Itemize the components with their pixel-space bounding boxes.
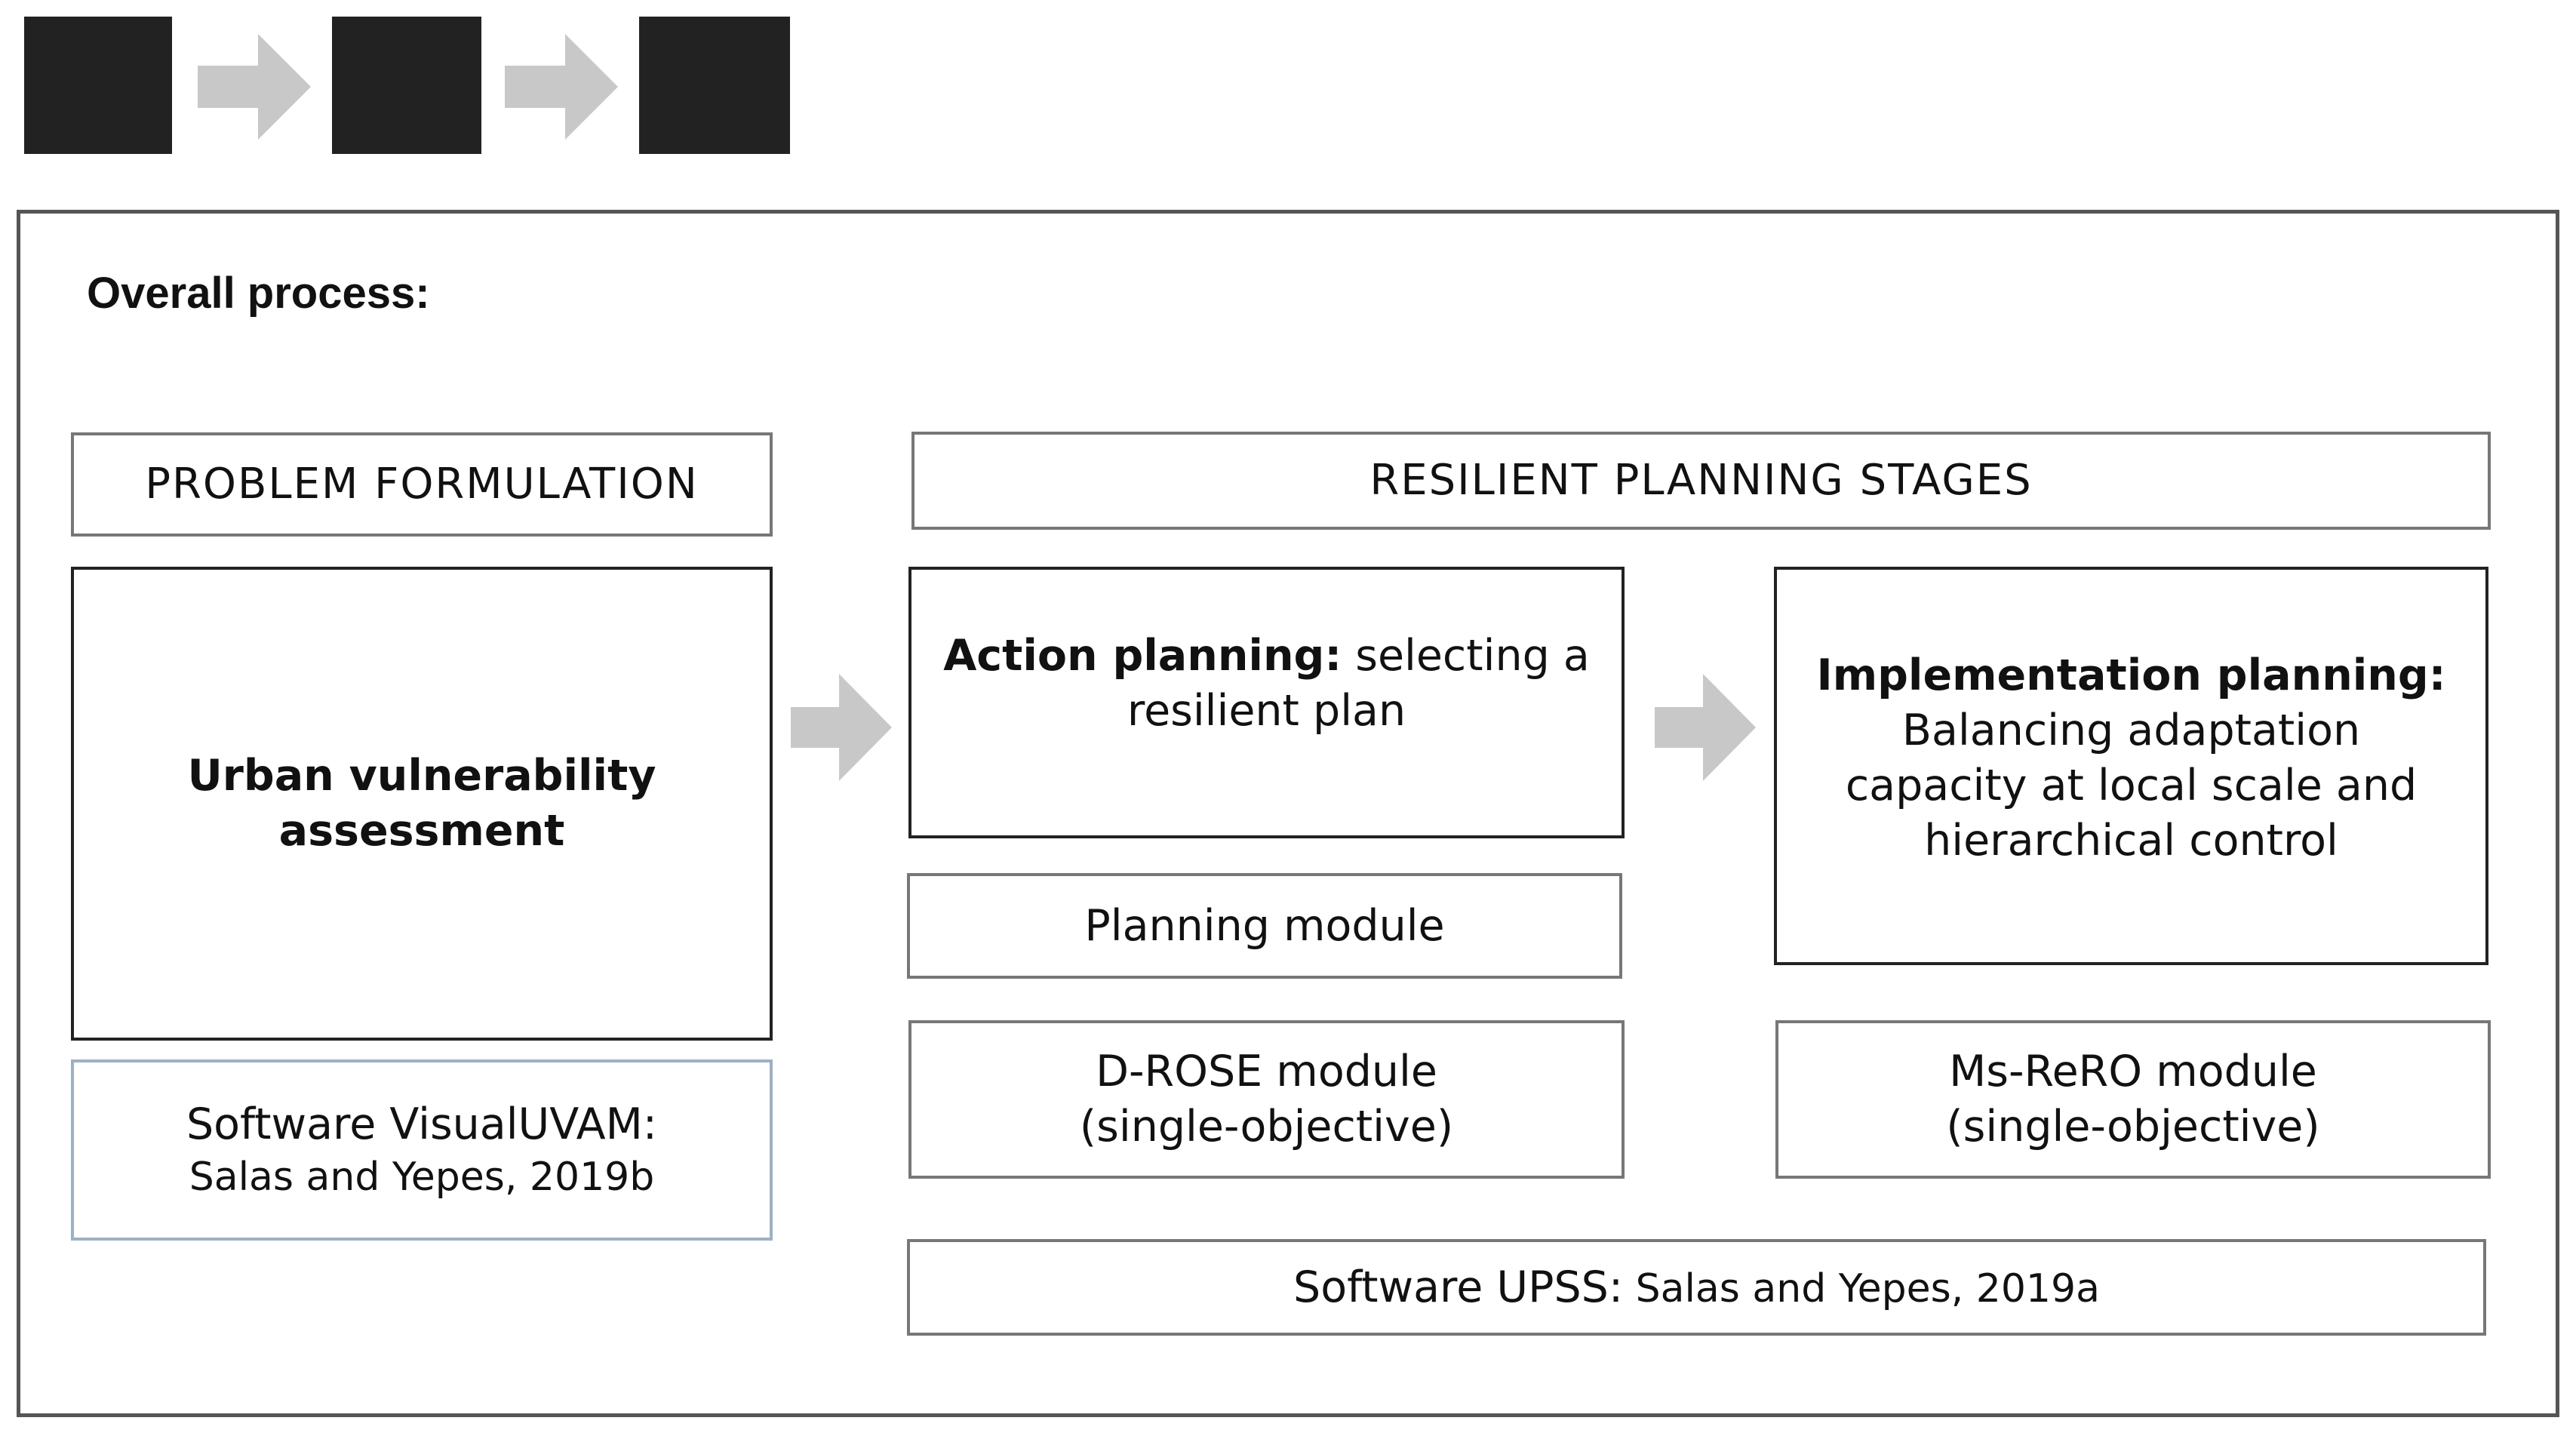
ms-rero-module-objective: (single-objective)	[1946, 1102, 2320, 1152]
software-upss-box: Software UPSS: Salas and Yepes, 2019a	[907, 1239, 2486, 1336]
ms-rero-module-label: Ms-ReRO module	[1949, 1047, 2317, 1097]
implementation-planning-title: Implementation planning:	[1816, 650, 2446, 701]
flow-arrow-assessment-to-action	[791, 674, 892, 781]
overall-process-heading: Overall process:	[87, 269, 430, 318]
d-rose-module-box: D-ROSE module (single-objective)	[908, 1020, 1625, 1179]
urban-vulnerability-assessment-box: Urban vulnerability assessment	[71, 567, 773, 1041]
software-upss-citation: Salas and Yepes, 2019a	[1623, 1265, 2100, 1312]
flow-arrow-action-to-implementation	[1655, 674, 1756, 781]
implementation-planning-box: Implementation planning: Balancing adapt…	[1774, 567, 2488, 965]
overall-process-frame	[17, 210, 2559, 1417]
software-upss-text: Software UPSS: Salas and Yepes, 2019a	[1293, 1260, 2100, 1315]
legend-block-2	[332, 17, 481, 154]
urban-vulnerability-assessment-label: Urban vulnerability assessment	[187, 751, 656, 856]
legend-arrow-1	[198, 34, 311, 140]
action-planning-description: selecting a resilient plan	[1127, 631, 1590, 736]
legend-block-3	[639, 17, 790, 154]
legend-block-1	[24, 17, 172, 154]
action-planning-text: Action planning: selecting a resilient p…	[927, 629, 1606, 739]
ms-rero-module-box: Ms-ReRO module (single-objective)	[1775, 1020, 2491, 1179]
implementation-planning-description: Balancing adaptation capacity at local s…	[1845, 706, 2418, 866]
resilient-planning-stages-label: RESILIENT PLANNING STAGES	[1369, 456, 2033, 506]
legend-arrow-2	[505, 34, 618, 140]
software-upss-title: Software UPSS:	[1293, 1262, 1624, 1312]
resilient-planning-stages-header: RESILIENT PLANNING STAGES	[911, 432, 2491, 530]
software-visualuvam-title: Software VisualUVAM:	[186, 1099, 657, 1150]
planning-module-label: Planning module	[1084, 900, 1445, 951]
planning-module-box: Planning module	[907, 873, 1622, 979]
software-visualuvam-citation: Salas and Yepes, 2019b	[189, 1155, 655, 1201]
action-planning-title: Action planning:	[943, 631, 1342, 681]
action-planning-box: Action planning: selecting a resilient p…	[908, 567, 1625, 838]
software-visualuvam-box: Software VisualUVAM: Salas and Yepes, 20…	[71, 1059, 773, 1241]
problem-formulation-header: PROBLEM FORMULATION	[71, 432, 773, 537]
problem-formulation-header-label: PROBLEM FORMULATION	[145, 460, 699, 509]
d-rose-module-label: D-ROSE module	[1096, 1047, 1437, 1097]
d-rose-module-objective: (single-objective)	[1079, 1102, 1454, 1152]
